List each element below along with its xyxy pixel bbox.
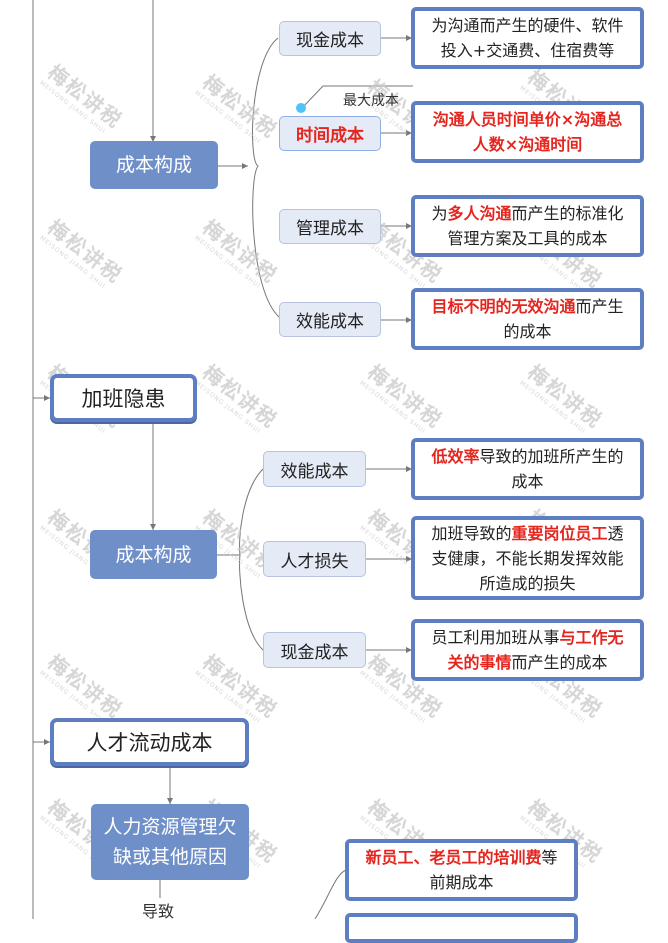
desc-time-cost[interactable]: 沟通人员时间单价×沟通总人数×沟通时间: [411, 101, 644, 163]
turnover-cause-node[interactable]: 人力资源管理欠缺或其他原因: [91, 804, 249, 880]
overtime-desc-talent-loss[interactable]: 加班导致的重要岗位员工透 支健康，不能长期发挥效能 所造成的损失: [411, 516, 644, 600]
cost-structure-node[interactable]: 成本构成: [90, 141, 218, 189]
overtime-desc-efficiency[interactable]: 低效率导致的加班所产生的 成本: [411, 438, 644, 500]
item-management-cost[interactable]: 管理成本: [279, 209, 381, 244]
note-max-cost: 最大成本: [343, 93, 399, 109]
desc-management-cost[interactable]: 为多人沟通而产生的标准化 管理方案及工具的成本: [411, 195, 644, 257]
connector-lines: [32, 0, 413, 919]
desc-cash-cost[interactable]: 为沟通而产生的硬件、软件投入+交通费、住宿费等: [411, 7, 644, 69]
section-turnover-title[interactable]: 人才流动成本: [50, 718, 249, 766]
turnover-desc-training[interactable]: 新员工、老员工的培训费等 前期成本: [345, 839, 578, 901]
desc-efficiency-cost[interactable]: 目标不明的无效沟通而产生 的成本: [411, 288, 644, 350]
item-cash-cost[interactable]: 现金成本: [279, 21, 381, 56]
turnover-desc-next[interactable]: [345, 913, 578, 943]
item-efficiency-cost[interactable]: 效能成本: [279, 302, 381, 337]
item-time-cost[interactable]: 时间成本: [279, 116, 381, 151]
overtime-item-cash[interactable]: 现金成本: [263, 632, 366, 668]
section-overtime-title[interactable]: 加班隐患: [50, 374, 197, 422]
overtime-desc-cash[interactable]: 员工利用加班从事与工作无 关的事情而产生的成本: [411, 619, 644, 681]
marker-dot: [296, 103, 306, 113]
edge-label-leads-to: 导致: [142, 902, 175, 921]
overtime-item-talent-loss[interactable]: 人才损失: [263, 541, 366, 577]
overtime-cost-structure-node[interactable]: 成本构成: [90, 530, 217, 579]
overtime-item-efficiency[interactable]: 效能成本: [263, 451, 366, 487]
